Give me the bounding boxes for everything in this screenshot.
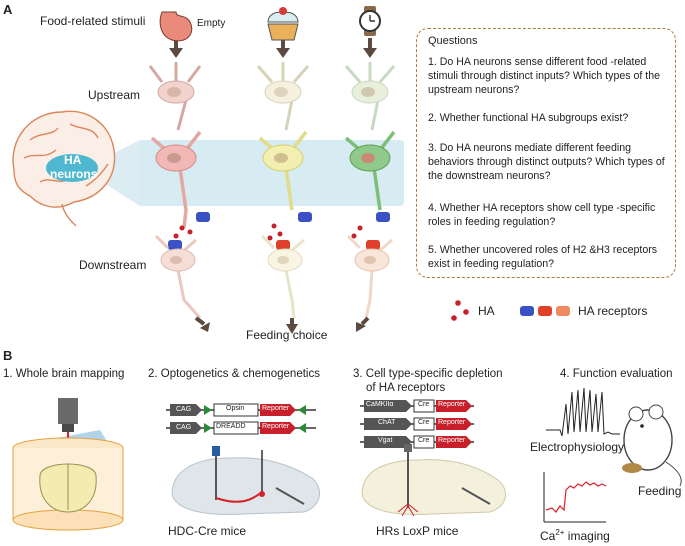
ha-neurons-label-2: neurons (50, 167, 98, 181)
legend-ha-label: HA (478, 304, 495, 318)
downstream-label: Downstream (79, 258, 147, 272)
question-3: 3. Do HA neurons mediate different feedi… (428, 142, 665, 182)
question-2: 2. Whether functional HA subgroups exist… (428, 112, 629, 124)
construct-2-2-promoter: CAG (176, 424, 192, 431)
construct-2-2-reporter: Reporter (262, 423, 290, 430)
neuron-column-1 (148, 11, 210, 332)
construct-3-1-reporter: Reporter (438, 401, 466, 408)
legend-receptor-icons (520, 306, 570, 316)
panel-a-letter: A (3, 2, 13, 17)
cupcake-icon (267, 7, 299, 41)
construct-2-1-reporter: Reporter (262, 405, 290, 412)
calcium-suffix: imaging (564, 529, 610, 543)
calcium-sup: 2+ (555, 528, 565, 537)
electrophysiology-trace (546, 387, 620, 437)
mouse-brain-hrs-loxp (361, 444, 506, 517)
construct-2-1-gene: Opsin (226, 405, 245, 412)
construct-3-3-reporter: Reporter (438, 437, 466, 444)
stomach-icon (159, 11, 193, 42)
construct-2-1-promoter: CAG (176, 406, 192, 413)
step-2-label: 2. Optogenetics & chemogenetics (148, 368, 320, 380)
construct-3-2-gene: Cre (418, 419, 430, 426)
whole-brain-imaging-icon (12, 398, 124, 531)
construct-3-1-promoter: CaMKIIα (366, 401, 394, 408)
construct-3-3-gene: Cre (418, 437, 430, 444)
feeding-choice-label: Feeding choice (246, 328, 328, 342)
feeding-label: Feeding (638, 484, 682, 498)
construct-3-1-gene: Cre (418, 401, 430, 408)
constructs-opto (166, 403, 316, 435)
construct-3-3-promoter: Vgat (378, 437, 393, 444)
construct-3-2-reporter: Reporter (438, 419, 466, 426)
legend-receptors-label: HA receptors (578, 304, 648, 318)
calcium-imaging-trace (543, 472, 607, 523)
mouse-feeding-icon (622, 404, 682, 487)
construct-2-2-gene: DREADD (216, 423, 246, 430)
questions-title: Questions (428, 35, 478, 47)
construct-3-2-promoter: ChAT (378, 419, 396, 426)
hdc-cre-label: HDC-Cre mice (168, 524, 246, 538)
question-5: 5. Whether uncovered roles of H2 &H3 rec… (428, 244, 658, 270)
constructs-receptor-depletion (360, 399, 474, 449)
questions-box: Questions 1. Do HA neurons sense differe… (416, 28, 676, 278)
ha-release-dots (173, 223, 363, 241)
step-4-label: 4. Function evaluation (560, 368, 673, 380)
empty-label: Empty (197, 18, 226, 29)
electrophysiology-label: Electrophysiology (530, 440, 625, 454)
hrs-loxp-label: HRs LoxP mice (376, 524, 459, 538)
watch-icon (359, 6, 381, 36)
ha-neurons-label-1: HA (64, 153, 82, 167)
step-3-label-1: 3. Cell type-specific depletion (353, 368, 503, 380)
step-1-label: 1. Whole brain mapping (3, 368, 125, 380)
hypothalamus-marker (46, 154, 98, 182)
stimuli-label: Food-related stimuli (40, 14, 146, 28)
question-4: 4. Whether HA receptors show cell type -… (428, 202, 656, 228)
neuron-column-2 (256, 7, 312, 334)
calcium-prefix: Ca (540, 529, 556, 543)
panel-b-letter: B (3, 348, 13, 363)
question-1: 1. Do HA neurons sense different food -r… (428, 56, 660, 96)
upstream-label: Upstream (88, 88, 141, 102)
calcium-imaging-label: Ca2+ imaging (540, 528, 610, 543)
mouse-brain-hdc-cre (171, 446, 320, 515)
legend-ha-dots (451, 300, 469, 321)
step-3-label-2: of HA receptors (366, 382, 446, 394)
ha-neuron-band (138, 140, 404, 206)
neuron-column-3 (344, 6, 396, 332)
